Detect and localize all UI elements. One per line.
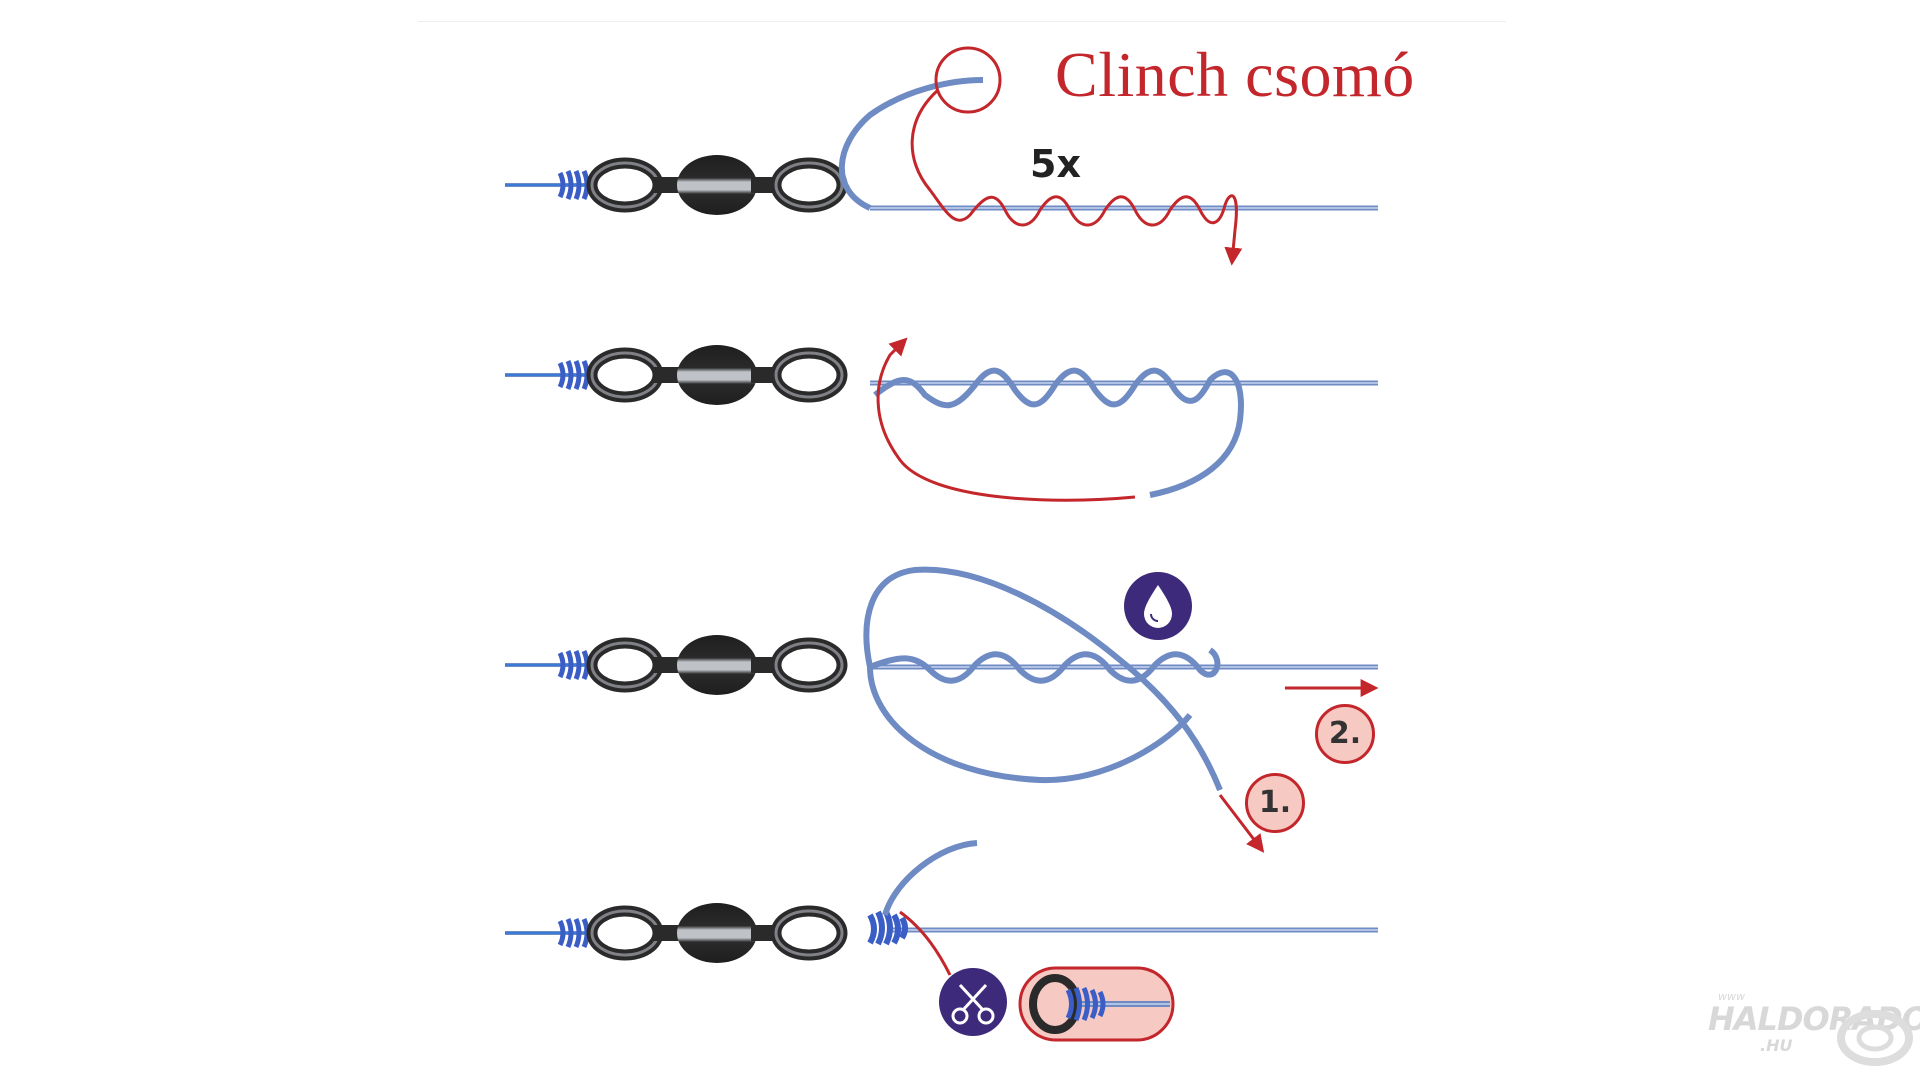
watermark-tld: .HU	[1760, 1036, 1793, 1055]
swivel-icon	[505, 155, 842, 215]
watermark-logo-icon	[1837, 1010, 1913, 1066]
trim-line	[899, 910, 952, 976]
step-badge-2: 2.	[1315, 704, 1375, 764]
knot-detail-icon	[1018, 966, 1175, 1042]
step-4	[505, 840, 1378, 1042]
watermark-www: www	[1718, 990, 1745, 1003]
big-loop	[863, 566, 1223, 792]
drop-icon	[1124, 572, 1192, 640]
finished-knot	[867, 910, 908, 946]
step-2	[505, 337, 1378, 502]
scissors-icon	[939, 968, 1007, 1036]
swivel-icon	[505, 345, 842, 405]
wrapped-tag	[868, 647, 1221, 684]
step-badge-1: 1.	[1245, 773, 1305, 833]
step-1	[505, 46, 1378, 266]
turns-label: 5x	[1030, 142, 1081, 186]
swivel-icon	[505, 903, 842, 963]
tag-end	[882, 840, 978, 916]
wrap-path-arrow	[910, 88, 1243, 266]
wrapped-tag	[873, 367, 1244, 498]
tag-end	[838, 77, 984, 211]
pull-tag-arrow	[1218, 794, 1265, 853]
thread-back-arrow	[876, 337, 1136, 502]
tag-end-highlight	[934, 46, 1002, 114]
diagram-title: Clinch csomó	[1055, 39, 1415, 110]
top-divider	[418, 21, 1506, 22]
swivel-icon	[505, 635, 842, 695]
step-3	[505, 566, 1379, 853]
